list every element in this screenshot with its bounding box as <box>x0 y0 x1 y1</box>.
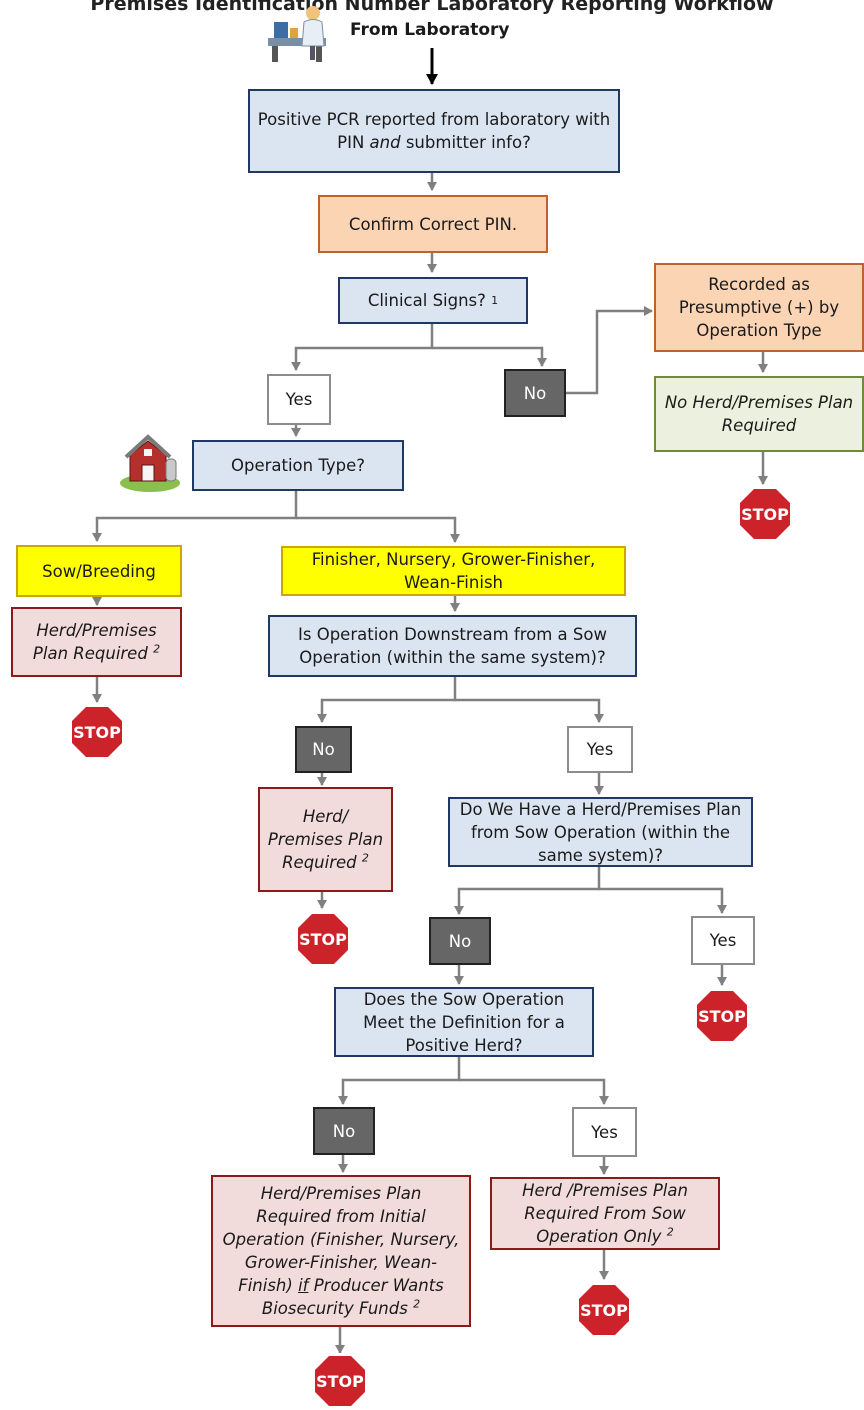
no-clinical: No <box>504 369 566 417</box>
have-sow-plan-box: Do We Have a Herd/Premises Plan from Sow… <box>448 797 753 867</box>
initial-operation-plan-box: Herd/Premises Plan Required from Initial… <box>211 1175 471 1327</box>
yes-downstream: Yes <box>567 726 633 773</box>
stop-sign-icon: STOP <box>575 1281 633 1339</box>
no-downstream: No <box>295 726 352 773</box>
svg-text:STOP: STOP <box>316 1372 364 1391</box>
operation-type-box: Operation Type? <box>192 440 404 491</box>
laboratory-worker-icon <box>266 4 334 66</box>
yes-clinical: Yes <box>267 374 331 425</box>
positive-pcr-text: Positive PCR reported from laboratory wi… <box>257 110 611 152</box>
stop-sign-icon: STOP <box>294 910 352 968</box>
no-plan-required-box: No Herd/Premises Plan Required <box>654 376 864 452</box>
no-sow-plan: No <box>429 917 491 965</box>
svg-text:STOP: STOP <box>73 723 121 742</box>
from-laboratory-label: From Laboratory <box>350 20 510 40</box>
svg-text:STOP: STOP <box>580 1301 628 1320</box>
clinical-signs-box: Clinical Signs? 1 <box>338 277 528 324</box>
svg-text:STOP: STOP <box>299 930 347 949</box>
footnote-2c: 2 <box>413 1297 421 1311</box>
positive-herd-question-box: Does the Sow Operation Meet the Definiti… <box>334 987 594 1057</box>
plan-required-sow-label: Herd/Premises Plan Required <box>32 621 157 663</box>
sow-only-plan-box: Herd /Premises Plan Required From Sow Op… <box>490 1177 720 1250</box>
stop-sign-icon: STOP <box>693 987 751 1045</box>
stop-sign-icon: STOP <box>68 703 126 761</box>
positive-pcr-box: Positive PCR reported from laboratory wi… <box>248 89 620 173</box>
svg-text:STOP: STOP <box>698 1007 746 1026</box>
barn-icon <box>118 431 182 493</box>
sow-breeding-box: Sow/Breeding <box>16 545 182 597</box>
confirm-pin-box: Confirm Correct PIN. <box>318 195 548 253</box>
footnote-2d: 2 <box>666 1225 674 1239</box>
clinical-signs-label: Clinical Signs? <box>367 291 486 310</box>
plan-required-downstream-box: Herd/ Premises Plan Required 2 <box>258 787 393 892</box>
plan-required-downstream-label: Herd/ Premises Plan Required <box>267 807 384 872</box>
footnote-2: 2 <box>153 642 161 656</box>
footnote-2b: 2 <box>361 851 369 865</box>
stop-sign-icon: STOP <box>311 1352 369 1410</box>
downstream-question-box: Is Operation Downstream from a Sow Opera… <box>268 615 637 677</box>
recorded-presumptive-box: Recorded as Presumptive (+) by Operation… <box>654 263 864 352</box>
yes-positive-herd: Yes <box>572 1107 637 1157</box>
plan-required-sow-box: Herd/Premises Plan Required 2 <box>11 607 182 677</box>
sow-only-plan-label: Herd /Premises Plan Required From Sow Op… <box>522 1181 688 1246</box>
finisher-types-box: Finisher, Nursery, Grower-Finisher, Wean… <box>281 546 626 596</box>
diagram-title: Premises Identification Number Laborator… <box>90 0 774 15</box>
yes-sow-plan: Yes <box>691 916 755 965</box>
no-positive-herd: No <box>313 1107 375 1155</box>
stop-sign-icon: STOP <box>736 485 794 543</box>
svg-text:STOP: STOP <box>741 505 789 524</box>
